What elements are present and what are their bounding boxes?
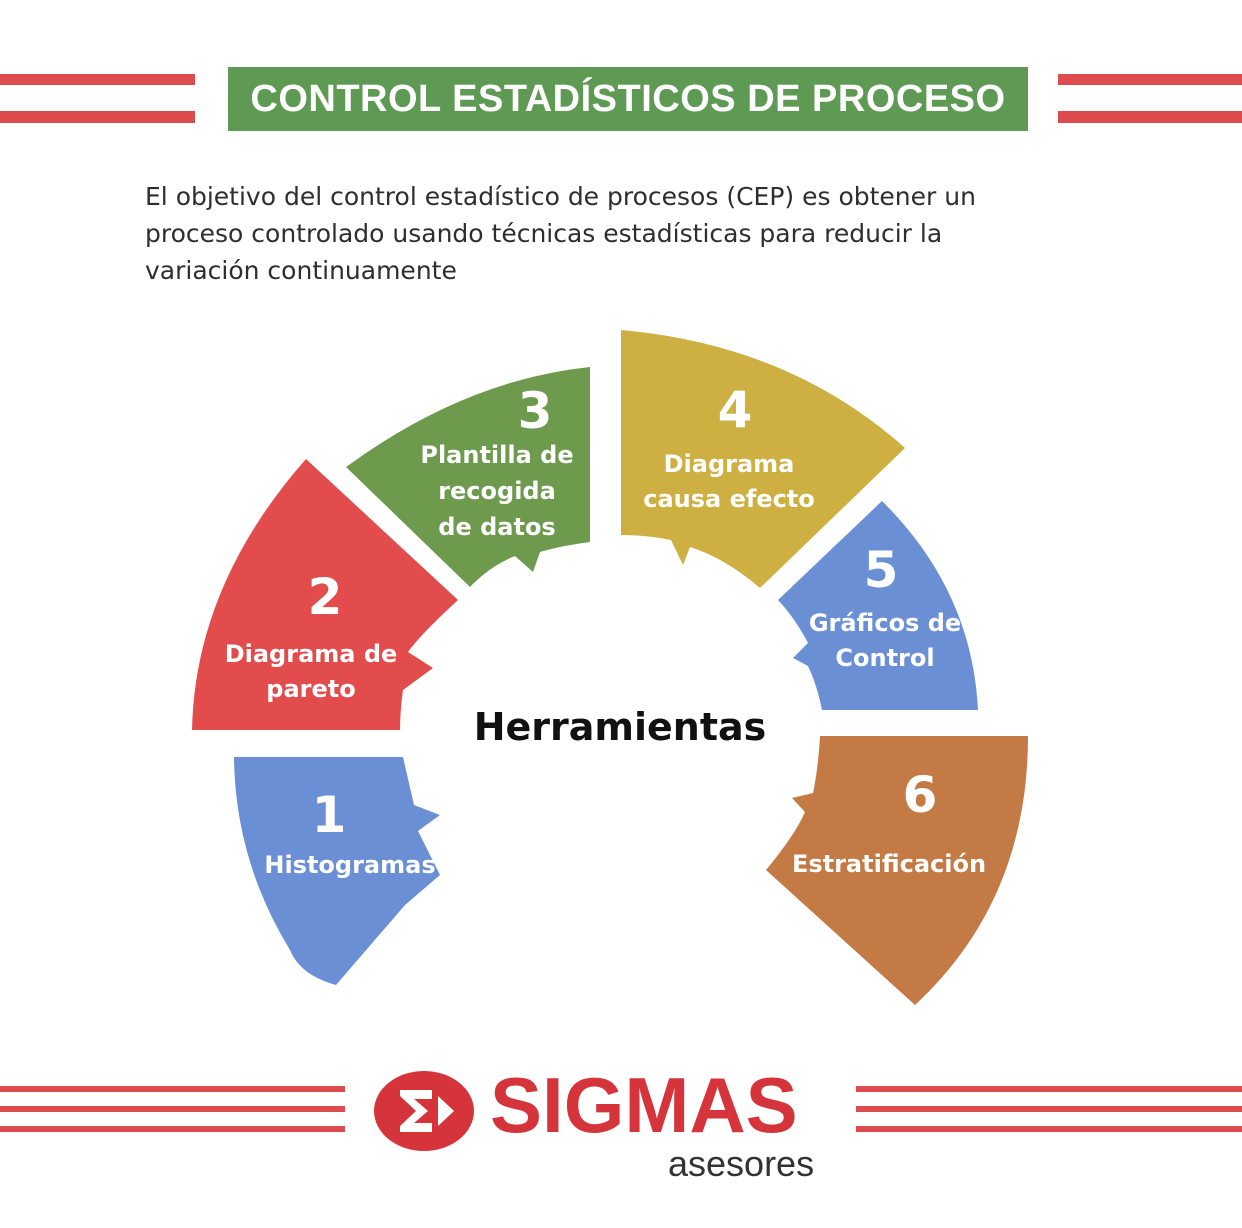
- segment-4: 4 Diagrama causa efecto: [621, 330, 905, 588]
- segment-2-shape: [192, 459, 458, 730]
- footer-stripe-right-2: [856, 1106, 1242, 1112]
- segment-2-number: 2: [308, 568, 343, 626]
- footer-stripe-right-3: [856, 1126, 1242, 1132]
- header-stripe-left-2: [0, 111, 195, 123]
- footer-stripe-left-2: [0, 1106, 345, 1112]
- segment-6-label: Estratificación: [792, 850, 986, 878]
- footer-stripe-left-3: [0, 1126, 345, 1132]
- segment-1-shape: [234, 757, 440, 985]
- header-stripe-right-1: [1058, 74, 1242, 85]
- segment-5-shape: [778, 501, 978, 710]
- segment-5-label-line-2: Control: [835, 644, 934, 672]
- footer-stripe-left-1: [0, 1086, 345, 1092]
- segment-5-label-line-1: Gráficos de: [809, 609, 961, 637]
- brand-subtitle: asesores: [668, 1143, 815, 1184]
- segment-5-number: 5: [864, 541, 899, 599]
- brand-logo-block: SIGMAS asesores: [372, 1058, 842, 1188]
- intro-line: proceso controlado usando técnicas estad…: [145, 219, 943, 248]
- segment-1-label: Histogramas: [264, 851, 435, 879]
- segment-3-shape: [346, 367, 590, 587]
- segment-1: 1 Histogramas: [234, 757, 440, 985]
- title-banner: CONTROL ESTADÍSTICOS DE PROCESO: [228, 67, 1028, 131]
- segment-1-number: 1: [312, 786, 347, 844]
- segment-6-shape: [766, 736, 1028, 1005]
- segment-3: 3 Plantilla de recogida de datos: [346, 367, 590, 587]
- segment-3-label-line-1: Plantilla de: [420, 441, 573, 469]
- segment-2-label-line-1: Diagrama de: [225, 640, 398, 668]
- tools-diagram: 1 Histogramas 2 Diagrama de pareto 3 Pla…: [192, 330, 1028, 1005]
- segment-4-label-line-1: Diagrama: [664, 450, 795, 478]
- sigma-logo-icon: [374, 1071, 474, 1151]
- intro-line: variación continuamente: [145, 256, 457, 285]
- header-stripe-left-1: [0, 74, 195, 85]
- segment-5: 5 Gráficos de Control: [778, 501, 978, 710]
- segment-6: 6 Estratificación: [766, 736, 1028, 1005]
- segment-3-label-line-3: de datos: [438, 513, 555, 541]
- intro-paragraph: El objetivo del control estadístico de p…: [145, 178, 1125, 289]
- segment-6-number: 6: [903, 766, 938, 824]
- brand-name: SIGMAS: [490, 1061, 798, 1149]
- segment-4-shape: [621, 330, 905, 588]
- intro-line: El objetivo del control estadístico de p…: [145, 182, 976, 211]
- center-label: Herramientas: [474, 705, 767, 749]
- segment-3-label-line-2: recogida: [438, 477, 556, 505]
- segment-4-label-line-2: causa efecto: [643, 485, 815, 513]
- segment-2-label-line-2: pareto: [266, 675, 355, 703]
- footer-stripe-right-1: [856, 1086, 1242, 1092]
- segment-4-number: 4: [718, 381, 753, 439]
- header-stripe-right-2: [1058, 111, 1242, 123]
- segment-3-number: 3: [518, 382, 553, 440]
- page-title: CONTROL ESTADÍSTICOS DE PROCESO: [250, 77, 1006, 120]
- segment-2: 2 Diagrama de pareto: [192, 459, 458, 730]
